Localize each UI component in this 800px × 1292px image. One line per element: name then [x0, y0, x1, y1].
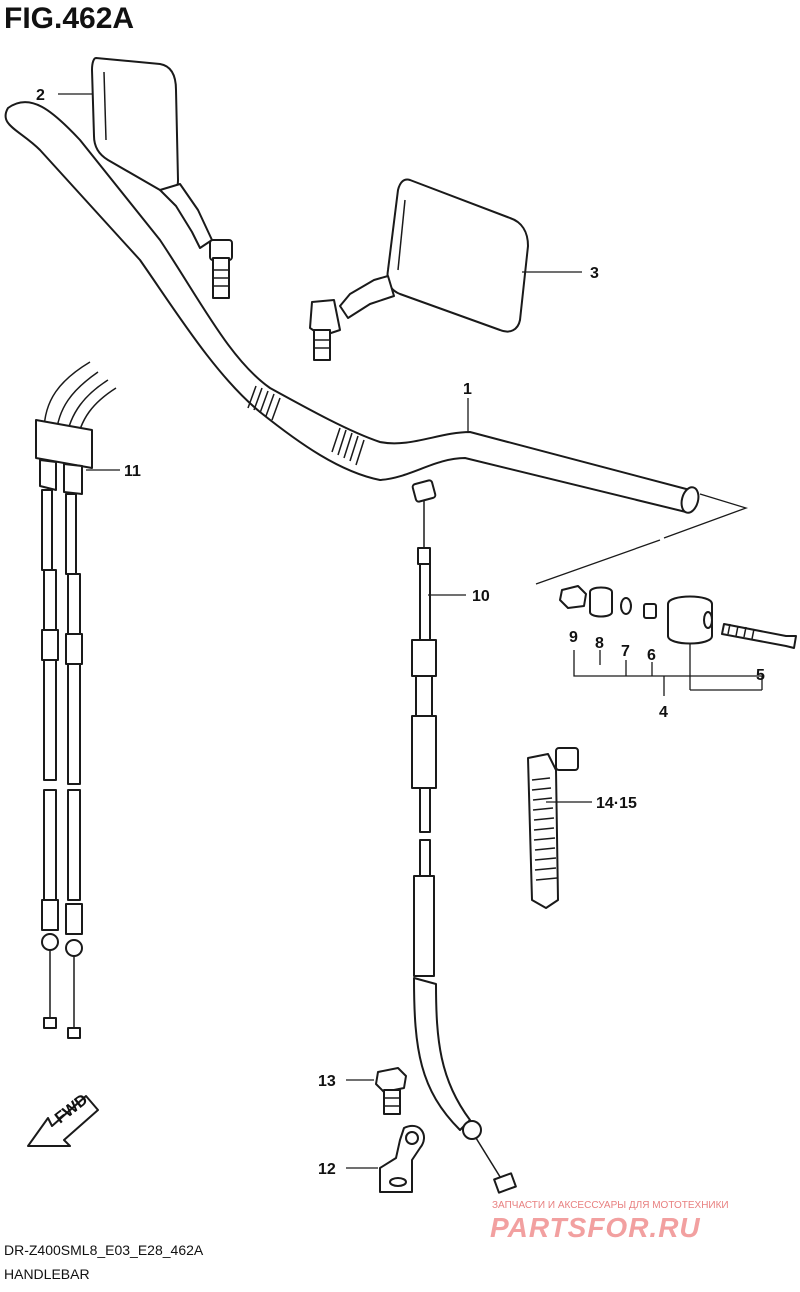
handlebar[interactable]: [4, 101, 702, 515]
callout-3: 3: [590, 265, 599, 282]
callout-5: 5: [756, 667, 765, 684]
forward-direction-arrow: FWD: [27, 1091, 99, 1147]
cable-guide[interactable]: [379, 1125, 425, 1193]
mirror-right[interactable]: [309, 178, 529, 361]
throttle-cable[interactable]: [35, 361, 117, 1039]
callout-13: 13: [318, 1073, 336, 1090]
clutch-cable[interactable]: [411, 479, 517, 1194]
bar-end-balancer[interactable]: [559, 585, 797, 649]
callout-6: 6: [647, 647, 656, 664]
callout-10: 10: [472, 588, 490, 605]
callout-8: 8: [595, 635, 604, 652]
figure-title: FIG.462A: [4, 2, 135, 35]
callout-9: 9: [569, 629, 578, 646]
callout-14-15: 14·15: [596, 795, 637, 812]
callout-2: 2: [36, 87, 45, 104]
mirror-left[interactable]: [91, 57, 233, 299]
callout-4: 4: [659, 704, 668, 721]
callout-1: 1: [463, 381, 472, 398]
guide-bolt[interactable]: [375, 1067, 407, 1115]
diagram-caption: HANDLEBAR: [4, 1266, 90, 1282]
callout-7: 7: [621, 643, 630, 660]
watermark-tagline: ЗАПЧАСТИ И АКСЕССУАРЫ ДЛЯ МОТОТЕХНИКИ: [492, 1200, 729, 1211]
callout-labels: 2 3 1 11 10 9 8 7 6 5 4 14·15 13 12: [36, 87, 765, 1178]
diagram-code: DR-Z400SML8_E03_E28_462A: [4, 1242, 204, 1258]
callout-11: 11: [124, 463, 141, 480]
leader-lines: [58, 93, 763, 1169]
callout-12: 12: [318, 1161, 336, 1178]
watermark-brand: PARTSFOR.RU: [490, 1212, 701, 1243]
cable-tie[interactable]: [527, 747, 579, 909]
